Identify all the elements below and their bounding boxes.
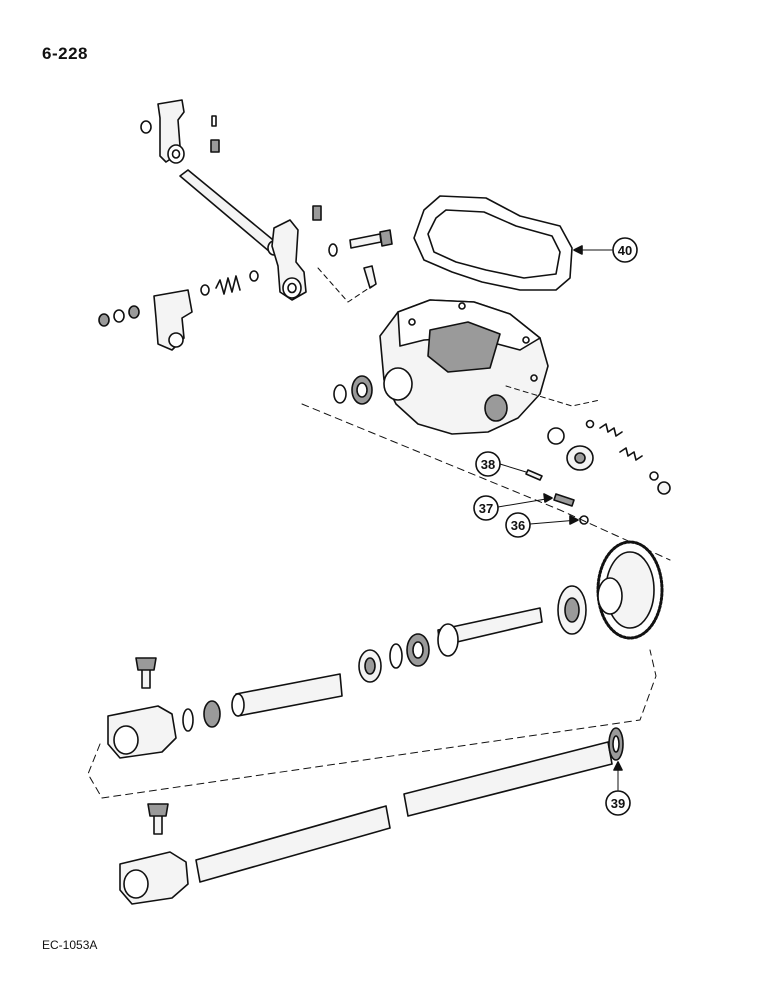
lower-bracket	[153, 289, 193, 351]
roll-pin	[211, 115, 217, 127]
callout-label-40: 40	[618, 243, 632, 258]
arrow-40	[573, 245, 583, 255]
bearing-inner	[356, 382, 368, 398]
callout-circle-38	[475, 451, 501, 477]
callout-38: 38	[475, 451, 527, 477]
cap-bolt-head	[135, 657, 157, 671]
callout-36: 36	[505, 512, 579, 538]
washer-3	[249, 270, 259, 282]
ball-2	[649, 471, 659, 481]
lower-dash-loop	[87, 649, 657, 799]
callout-37: 37	[473, 493, 553, 521]
pto-shaft-assembly	[87, 540, 664, 799]
gasket-outline	[413, 195, 573, 291]
callout-40: 40	[573, 237, 638, 263]
bracket-eye-hole	[171, 149, 181, 159]
callout-circle-37	[473, 495, 499, 521]
shaft-segment-left	[195, 805, 391, 883]
spring-2	[599, 423, 623, 437]
gear-hub	[597, 577, 623, 615]
shift-shaft	[179, 169, 279, 253]
page-number: 6-228	[42, 44, 88, 63]
spring-3	[619, 447, 643, 461]
dash-link	[317, 267, 373, 303]
washer-2	[200, 284, 210, 296]
nut-3	[128, 305, 140, 319]
callout-circle-36	[505, 512, 531, 538]
dash-box	[505, 385, 601, 407]
output-shaft-end	[231, 693, 245, 717]
detent-plate	[363, 265, 377, 289]
ball	[585, 419, 595, 429]
bolt-head	[379, 229, 393, 247]
plug-hex	[574, 452, 586, 464]
arrow-37	[543, 493, 553, 503]
spacer	[210, 139, 220, 153]
snap-ring-2	[182, 708, 194, 732]
pin-38	[525, 469, 543, 481]
callout-label-38: 38	[481, 457, 495, 472]
callout-circle-40	[612, 237, 638, 263]
bracket-eye	[167, 144, 185, 164]
gasket-inner	[427, 209, 561, 279]
housing-cavity	[427, 321, 501, 373]
detent-assembly	[505, 385, 671, 495]
coupler-bore	[564, 597, 580, 623]
arrow-36	[569, 515, 579, 525]
output-shaft	[235, 673, 343, 717]
long-pto-shaft	[119, 727, 624, 905]
housing-gasket	[413, 195, 573, 291]
detent-spring	[215, 275, 241, 295]
callout-circle-39	[605, 790, 631, 816]
callout-label-39: 39	[611, 796, 625, 811]
coupling-bore	[113, 725, 139, 755]
bolt-hole	[522, 336, 530, 344]
shaft-collar	[437, 623, 459, 657]
leader-38	[499, 463, 527, 473]
washer-39-hole	[612, 735, 620, 753]
lever-eye-hole	[287, 282, 297, 294]
callout-label-37: 37	[479, 501, 493, 516]
bolt-hole	[530, 374, 538, 382]
lower-bracket-eye	[168, 332, 184, 348]
shaft-segment-right	[403, 741, 613, 817]
leader-37	[497, 497, 553, 508]
bolt	[349, 233, 382, 249]
o-ring	[140, 120, 152, 134]
washer	[328, 243, 338, 257]
bolt-hole	[408, 318, 416, 326]
pin-37	[553, 493, 575, 507]
shift-linkage-assembly	[98, 99, 393, 351]
figure-code: EC-1053A	[42, 938, 98, 952]
clip	[312, 205, 322, 221]
bolt-hole	[458, 302, 466, 310]
washer-4	[203, 700, 221, 728]
o-ring-2	[547, 427, 565, 445]
cap-bolt	[141, 667, 151, 689]
cap-bolt-2-head	[147, 803, 169, 817]
assembly-dash-line	[301, 403, 671, 561]
seal-washer	[333, 384, 347, 404]
housing-bore	[383, 367, 413, 401]
ball-36	[579, 515, 589, 525]
snap-ring	[389, 643, 403, 669]
arrow-39	[613, 761, 623, 771]
nut-1	[98, 313, 110, 327]
cap	[657, 481, 671, 495]
housing-bore-right	[484, 394, 508, 422]
callout-39: 39	[605, 761, 631, 816]
seal-inner	[364, 657, 376, 675]
nut-2	[113, 309, 125, 323]
callout-label-36: 36	[511, 518, 525, 533]
bearing-2-inner	[412, 641, 424, 659]
differential-housing	[379, 299, 549, 435]
lever-eye	[282, 277, 302, 299]
coupling-block-2-bore	[123, 869, 149, 899]
